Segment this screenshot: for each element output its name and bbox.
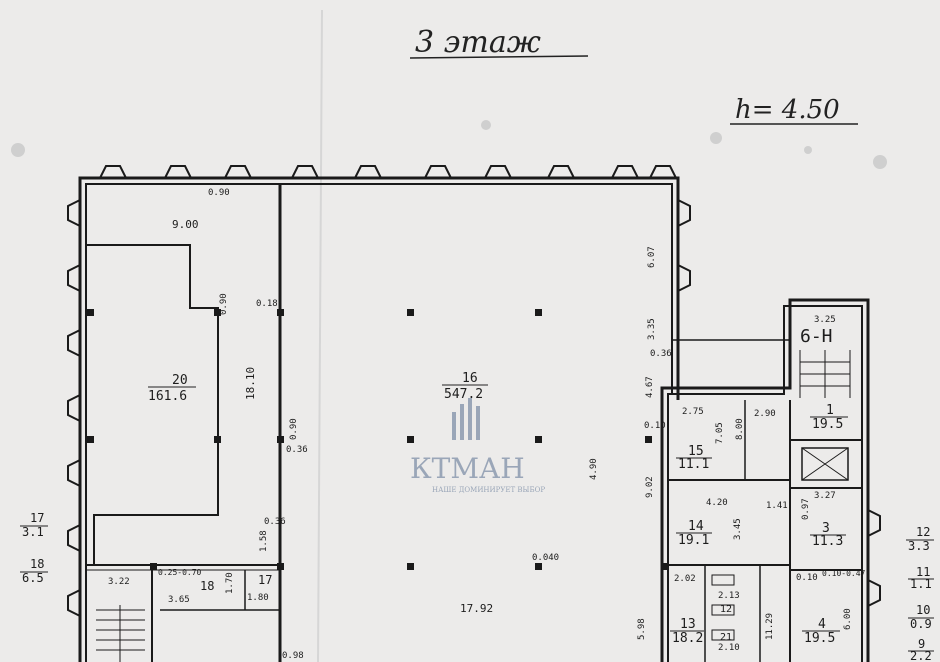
room-labels: 16 547.2 20 161.6 15 11.1 14 19.1 13 18.… <box>148 326 848 646</box>
side-right-2-area: 0.9 <box>910 617 932 631</box>
room-14-area: 19.1 <box>678 533 709 548</box>
room-20-walls <box>86 184 282 662</box>
room-14-id: 14 <box>688 519 704 534</box>
stair-label: 6-Н <box>800 326 833 347</box>
dim-607: 6.07 <box>647 246 657 268</box>
paper-fold <box>317 9 323 662</box>
room-21-id: 21 <box>720 632 732 643</box>
room-18-id: 18 <box>200 579 214 593</box>
dim-010c: 0.10-0.47 <box>822 569 866 578</box>
room-16-id: 16 <box>462 371 478 386</box>
room-3-area: 11.3 <box>812 534 843 549</box>
dim-158: 1.58 <box>259 530 269 552</box>
dim-1129: 11.29 <box>765 613 775 640</box>
room-13-id: 13 <box>680 617 696 632</box>
side-right-3-id: 9 <box>918 637 925 651</box>
dim-010b: 0.10 <box>796 573 818 583</box>
dim-097: 0.97 <box>801 498 811 520</box>
dim-290: 2.90 <box>754 409 776 419</box>
dim-090c: 0.90 <box>289 418 299 440</box>
dim-036b: 0.36 <box>650 349 672 359</box>
room-1-id: 1 <box>826 403 834 418</box>
dim-598: 5.98 <box>637 618 647 640</box>
side-right-3-area: 2.2 <box>910 649 932 662</box>
dim-467: 4.67 <box>645 376 655 398</box>
dim-202: 2.02 <box>674 574 696 584</box>
floor-title: 3 этаж <box>415 25 541 60</box>
dim-180: 1.80 <box>247 593 269 603</box>
side-left-1-id: 18 <box>30 557 44 571</box>
dim-275: 2.75 <box>682 407 704 417</box>
dim-210: 2.10 <box>718 643 740 653</box>
room-4-id: 4 <box>818 617 826 632</box>
side-left-0-id: 17 <box>30 511 44 525</box>
dim-036: 0.36 <box>286 445 308 455</box>
side-right-1-area: 1.1 <box>910 577 932 591</box>
side-right-0-id: 12 <box>916 525 930 539</box>
dim-902: 9.02 <box>645 476 655 498</box>
dim-018: 0.18 <box>256 299 278 309</box>
dim-036c: 0.36 <box>264 517 286 527</box>
room-20-id: 20 <box>172 373 188 388</box>
room-12-id: 12 <box>720 604 732 615</box>
dim-025: 0.25-0.70 <box>158 568 202 577</box>
dim-1810: 18.10 <box>244 367 257 400</box>
dim-327: 3.27 <box>814 491 836 501</box>
dim-600: 6.00 <box>843 608 853 630</box>
paper-specks <box>11 120 887 169</box>
outer-walls <box>78 176 870 662</box>
dim-365: 3.65 <box>168 595 190 605</box>
dim-090b: 0.90 <box>219 293 229 315</box>
dim-345: 3.45 <box>733 518 743 540</box>
dim-900: 9.00 <box>172 218 199 231</box>
height-label: h= 4.50 <box>735 95 840 125</box>
side-right-0-area: 3.3 <box>908 539 930 553</box>
dim-141: 1.41 <box>766 501 788 511</box>
wall-buttresses <box>67 165 881 617</box>
dim-322: 3.22 <box>108 577 130 587</box>
side-right-2-id: 10 <box>916 603 930 617</box>
dim-420: 4.20 <box>706 498 728 508</box>
dim-800: 8.00 <box>735 418 745 440</box>
dim-top: 0.90 <box>208 188 230 198</box>
dim-170: 1.70 <box>225 572 235 594</box>
room-17-id: 17 <box>258 573 272 587</box>
side-left-0-area: 3.1 <box>22 525 44 539</box>
dim-0040: 0.040 <box>532 553 559 563</box>
dim-213: 2.13 <box>718 591 740 601</box>
dim-705: 7.05 <box>715 422 725 444</box>
room-3-id: 3 <box>822 521 830 536</box>
room-15-id: 15 <box>688 444 704 459</box>
dim-325: 3.25 <box>814 315 836 325</box>
dim-0490: 4.90 <box>589 458 599 480</box>
dimension-labels: 0.90 9.00 0.90 0.18 18.10 0.90 0.36 6.07… <box>108 188 866 661</box>
side-left-1-area: 6.5 <box>22 571 44 585</box>
dim-010: 0.10 <box>644 421 666 431</box>
watermark-brand: КТМАН <box>410 452 525 485</box>
room-20-area: 161.6 <box>148 389 187 404</box>
room-1-area: 19.5 <box>812 417 843 432</box>
dim-1792: 17.92 <box>460 602 493 615</box>
columns <box>87 309 669 570</box>
side-annotations: 17 3.1 18 6.5 12 3.3 11 1.1 10 0.9 9 2.2 <box>20 511 934 662</box>
floor-title-underline <box>409 55 589 59</box>
room-13-area: 18.2 <box>672 631 703 646</box>
room-15-area: 11.1 <box>678 457 709 472</box>
dim-335: 3.35 <box>647 318 657 340</box>
side-right-1-id: 11 <box>916 565 930 579</box>
watermark-tagline: НАШЕ ДОМИНИРУЕТ ВЫБОР <box>432 486 545 494</box>
dim-098: 0.98 <box>282 651 304 661</box>
annex-walls <box>668 350 862 662</box>
watermark: КТМАН НАШЕ ДОМИНИРУЕТ ВЫБОР <box>410 398 545 494</box>
room-16-area: 547.2 <box>444 387 483 402</box>
room-4-area: 19.5 <box>804 631 835 646</box>
